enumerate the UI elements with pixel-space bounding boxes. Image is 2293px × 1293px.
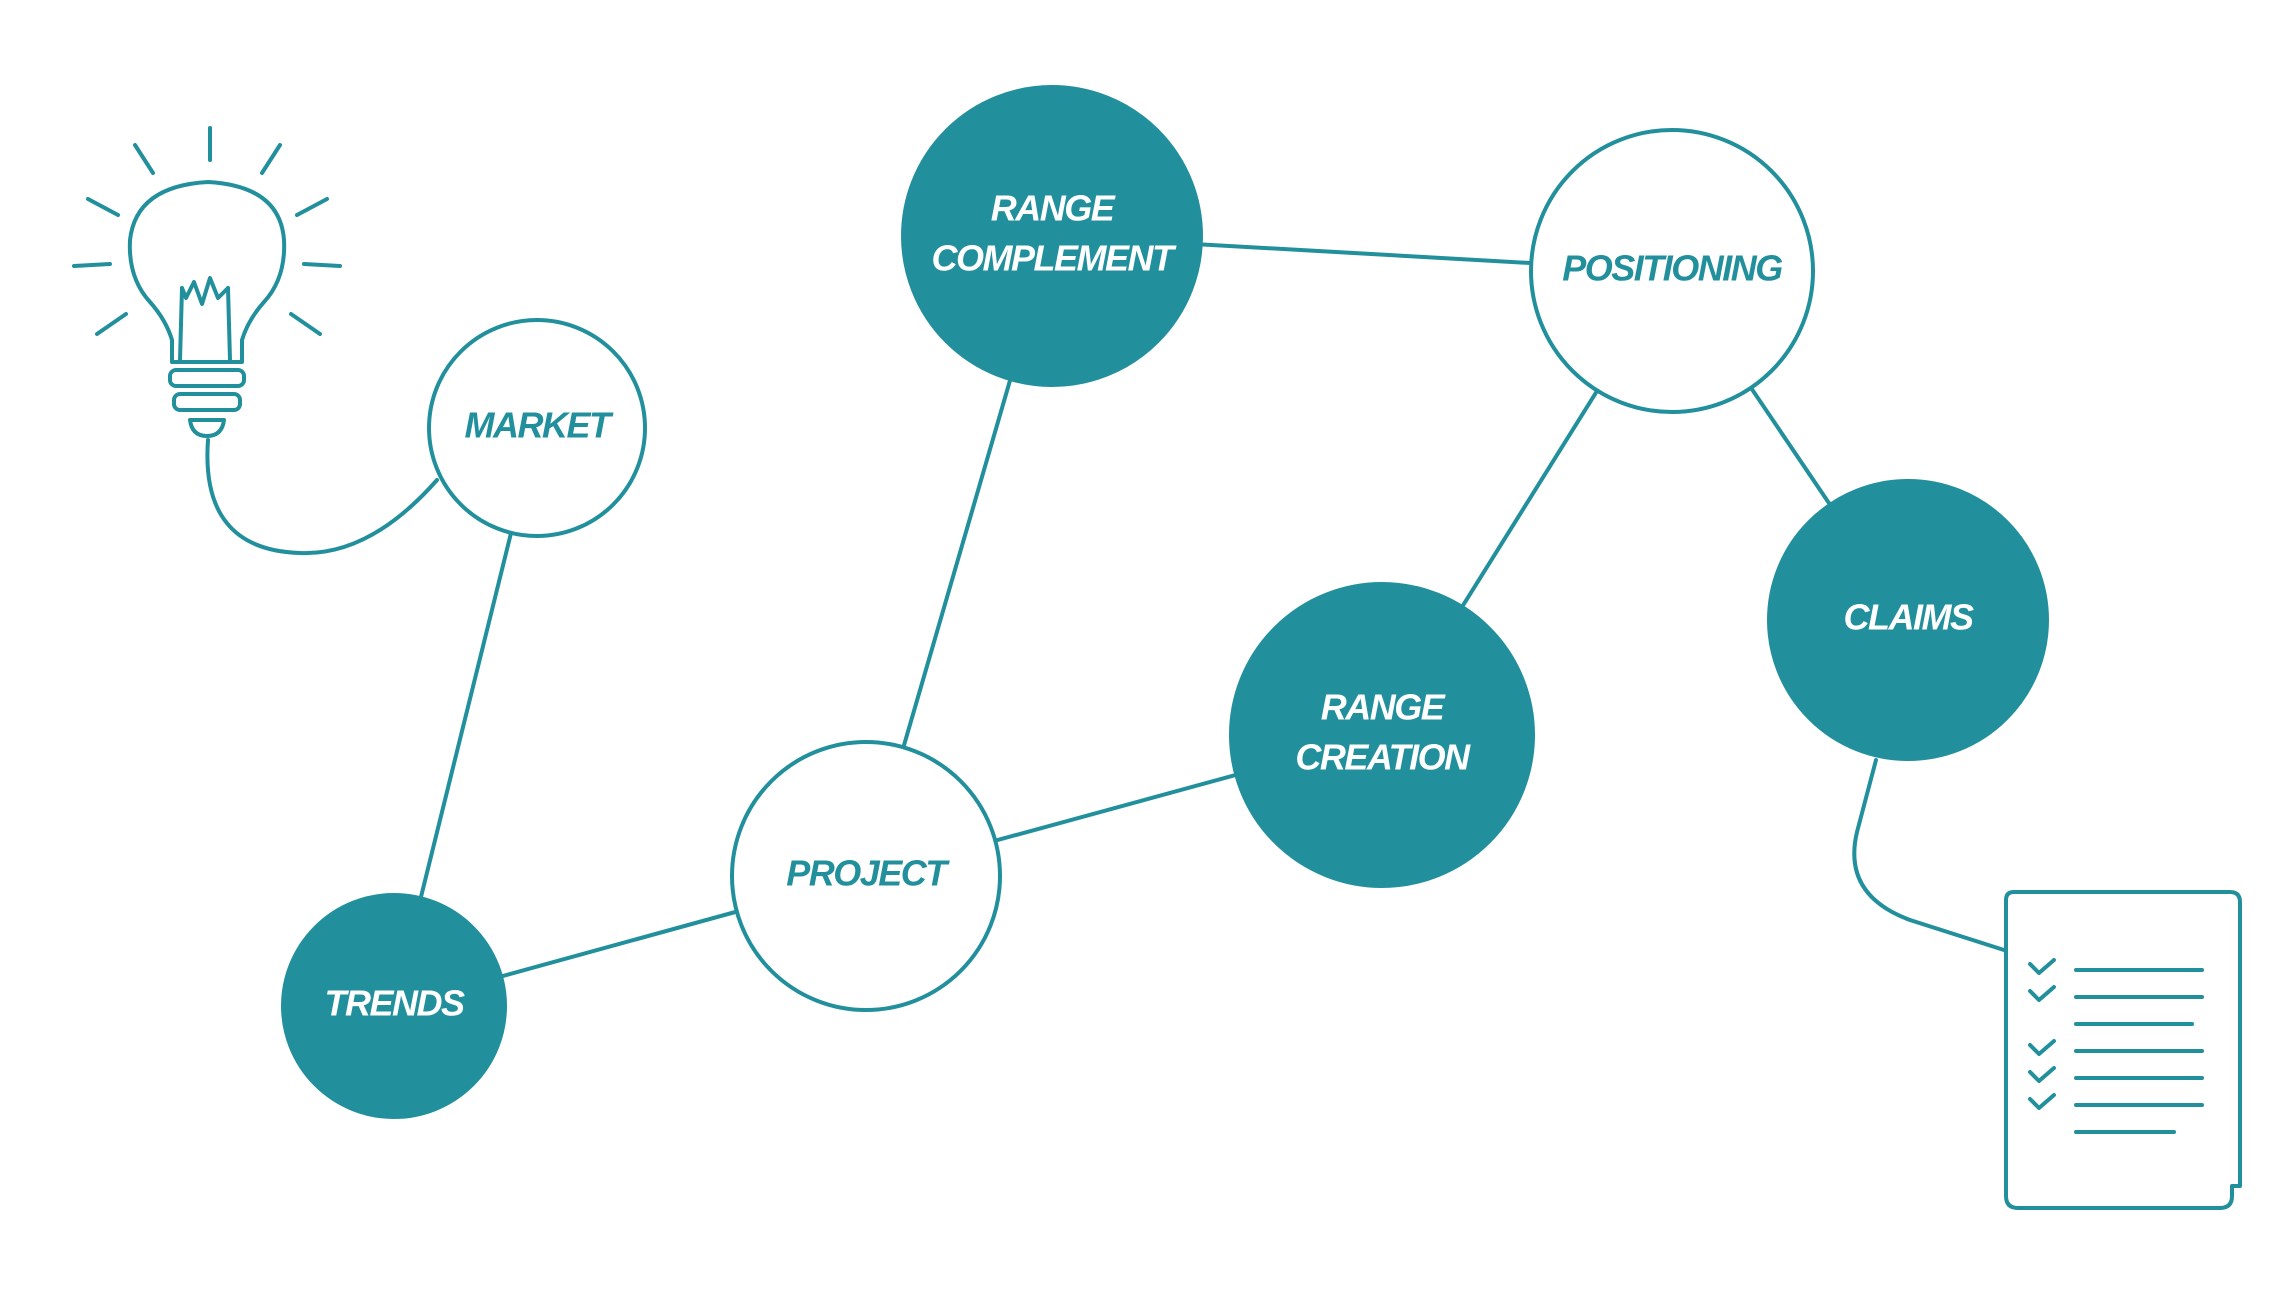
- node-label-project: PROJECT: [786, 853, 950, 894]
- checklist-document-icon: [2004, 890, 2242, 1210]
- node-label-claims: CLAIMS: [1844, 597, 1974, 638]
- node-label-range-creation: RANGE: [1321, 687, 1446, 728]
- node-label-market: MARKET: [465, 405, 614, 446]
- connector-claims-document: [1852, 758, 2006, 952]
- node-range-creation: RANGE CREATION: [1229, 582, 1535, 888]
- connector-lightbulb-market: [205, 438, 439, 556]
- checkmark-icon: [2028, 1066, 2056, 1083]
- node-label-trends: TRENDS: [324, 983, 464, 1024]
- checkmark-icon: [2028, 1093, 2056, 1110]
- node-circle-project: [730, 740, 1002, 1012]
- lightbulb-icon: [72, 126, 342, 438]
- node-circle-claims: [1767, 479, 2049, 761]
- node-range-complement: RANGE COMPLEMENT: [901, 85, 1203, 387]
- node-label-range-creation: CREATION: [1295, 737, 1471, 778]
- node-circle-range-complement: [901, 85, 1203, 387]
- checkmark-icon: [2028, 985, 2056, 1002]
- checkmark-icon: [2028, 958, 2056, 975]
- node-positioning: POSITIONING: [1529, 128, 1815, 414]
- node-label-positioning: POSITIONING: [1562, 248, 1782, 289]
- node-label-range-complement: COMPLEMENT: [932, 238, 1178, 279]
- node-circle-range-creation: [1229, 582, 1535, 888]
- node-market: MARKET: [427, 318, 647, 538]
- node-circle-positioning: [1529, 128, 1815, 414]
- node-label-range-complement: RANGE: [991, 188, 1116, 229]
- node-claims: CLAIMS: [1767, 479, 2049, 761]
- node-project: PROJECT: [730, 740, 1002, 1012]
- node-trends: TRENDS: [281, 893, 507, 1119]
- node-layer: MARKET TRENDS PROJECT RANGE COMPLEMENT RANGE C…: [281, 85, 2049, 1119]
- node-circle-market: [427, 318, 647, 538]
- checkmark-icon: [2028, 1039, 2056, 1056]
- node-circle-trends: [281, 893, 507, 1119]
